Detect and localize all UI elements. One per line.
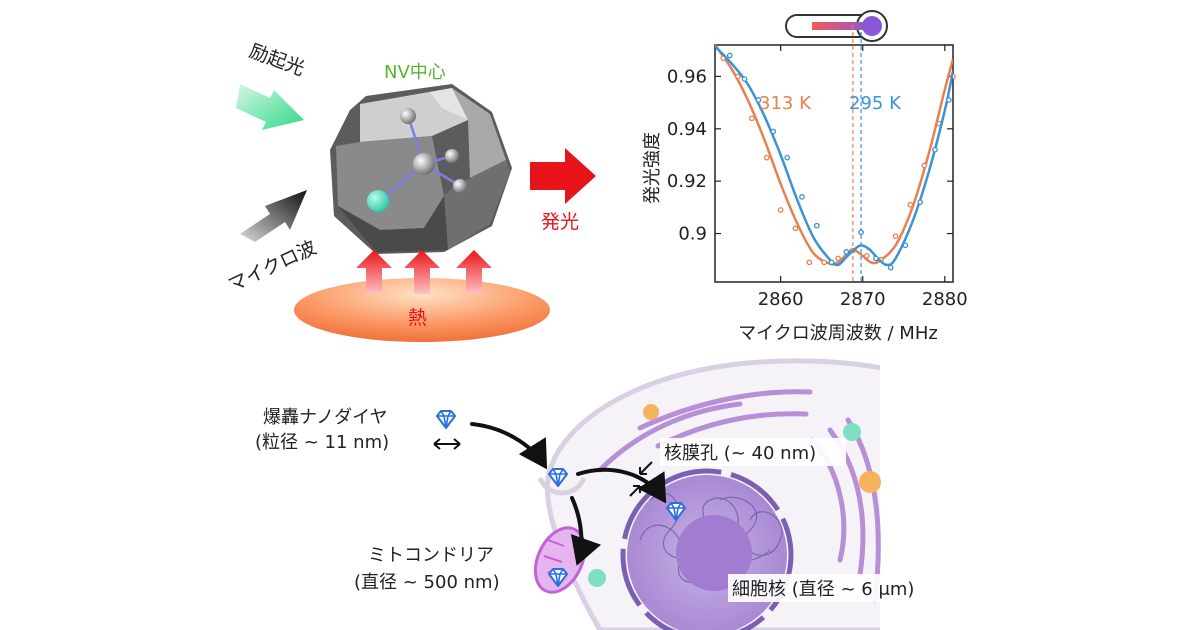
- x-tick-label: 2870: [840, 289, 886, 310]
- excitation-light-arrow: [236, 84, 304, 130]
- uptake-pathway-arrows: [470, 422, 667, 566]
- y-tick-label: 0.9: [678, 224, 707, 245]
- data-point-295k: [873, 255, 879, 262]
- cell-diagram: 爆轟ナノダイヤ (粒径 ~ 11 nm) 核膜孔 (~ 40 nm) ミトコンド…: [255, 358, 1200, 630]
- mitochondria-size-label: (直径 ~ 500 nm): [354, 572, 500, 593]
- x-axis-title: マイクロ波周波数 / MHz: [738, 323, 938, 344]
- data-point-313k: [777, 207, 784, 213]
- data-point-313k: [892, 233, 899, 240]
- data-point-313k: [763, 154, 770, 161]
- microwave-arrow: [240, 190, 307, 242]
- carbon-atom: [400, 108, 416, 124]
- thermometer-icon: [785, 10, 888, 42]
- data-point-295k: [784, 154, 791, 161]
- legend-313k: 313 K: [759, 93, 812, 114]
- vesicle-orange: [859, 471, 881, 493]
- data-point-295k: [799, 194, 805, 200]
- heat-source: [294, 278, 550, 342]
- vacancy-site: [413, 153, 435, 175]
- x-tick-label: 2880: [922, 289, 968, 310]
- data-point-313k: [835, 255, 841, 262]
- data-point-295k: [843, 249, 850, 255]
- data-point-313k: [735, 73, 741, 80]
- nanodiamond-label: 爆轟ナノダイヤ: [263, 407, 388, 428]
- legend-295k: 295 K: [849, 93, 902, 114]
- endoplasmic-reticulum: [597, 389, 881, 603]
- data-point-295k: [741, 76, 748, 82]
- size-double-arrow: [433, 438, 461, 450]
- y-axis-title: 発光強度: [642, 132, 663, 204]
- data-point-313k: [749, 115, 755, 122]
- y-tick-label: 0.92: [667, 171, 707, 192]
- nanodiamond-size-label: (粒径 ~ 11 nm): [255, 432, 389, 453]
- data-point-295k: [932, 146, 938, 153]
- data-point-313k: [792, 225, 799, 232]
- data-point-295k: [755, 97, 762, 103]
- microwave-label: マイクロ波: [225, 237, 320, 297]
- y-tick-label: 0.96: [667, 66, 707, 87]
- carbon-atom: [453, 179, 467, 193]
- nucleolus: [676, 515, 752, 591]
- data-point-295k: [946, 97, 952, 103]
- nv-center-label: NV中心: [384, 62, 446, 83]
- heat-arrows: [356, 250, 492, 294]
- chart-plot-area: 2860 2870 2880 0.9 0.92 0.94 0.96: [667, 25, 968, 310]
- data-point-295k: [902, 242, 909, 249]
- data-point-313k: [821, 259, 828, 266]
- vesicle-orange: [643, 404, 659, 420]
- emission-label: 発光: [541, 211, 579, 233]
- data-point-295k: [770, 128, 777, 135]
- heat-label: 熱: [408, 307, 427, 329]
- data-point-295k: [858, 229, 864, 236]
- pore-pointer-arrow: [629, 485, 641, 497]
- data-point-313k: [806, 259, 813, 266]
- mitochondria-label: ミトコンドリア: [368, 545, 494, 566]
- nanodiamond-icon: [436, 410, 456, 429]
- pore-pointer-arrow: [639, 461, 653, 475]
- data-point-295k: [813, 222, 820, 229]
- endocytic-pit: [537, 476, 587, 496]
- nv-schematic: 励起光 マイクロ波 NV中心 発光: [225, 40, 596, 342]
- vesicle-teal: [588, 569, 606, 587]
- plot-frame: [714, 44, 954, 283]
- emission-arrow: [530, 148, 596, 204]
- nuclear-envelope: [620, 468, 794, 630]
- data-point-313k: [863, 252, 870, 259]
- nucleus-label: 細胞核 (直径 ~ 6 μm): [732, 579, 914, 600]
- excitation-light-label: 励起光: [246, 40, 307, 80]
- x-tick-label: 2860: [758, 289, 804, 310]
- data-point-295k: [726, 52, 733, 59]
- vesicle-teal: [843, 423, 861, 441]
- nitrogen-atom: [367, 190, 389, 212]
- nuclear-pore-label: 核膜孔 (~ 40 nm): [664, 443, 816, 464]
- data-point-313k: [907, 201, 914, 208]
- carbon-atom: [445, 149, 459, 163]
- data-point-295k: [828, 259, 835, 266]
- data-point-295k: [917, 199, 924, 205]
- fit-curve-295k: [715, 45, 953, 267]
- y-tick-label: 0.94: [667, 119, 707, 140]
- data-point-313k: [921, 162, 928, 169]
- data-point-295k: [887, 264, 894, 271]
